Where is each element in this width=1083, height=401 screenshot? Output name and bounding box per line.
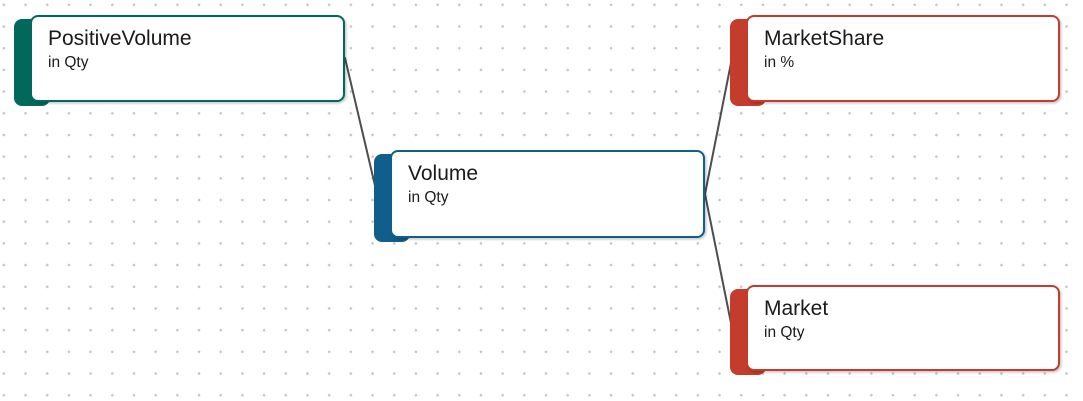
- edge-volume-to-market[interactable]: [704, 193, 733, 329]
- node-unit-label: in Qty: [764, 324, 805, 342]
- node-market[interactable]: Market in Qty: [730, 285, 1060, 375]
- node-market-card: Market in Qty: [746, 285, 1060, 371]
- edge-volume-to-marketshare[interactable]: [704, 57, 733, 195]
- node-title: Market: [764, 297, 829, 320]
- edge-positivevolume-to-volume[interactable]: [344, 57, 378, 195]
- node-unit-label: in Qty: [48, 54, 89, 72]
- node-marketshare-card: MarketShare in %: [746, 15, 1060, 102]
- node-positivevolume-card: PositiveVolume in Qty: [30, 15, 345, 102]
- node-volume-card: Volume in Qty: [390, 150, 705, 238]
- node-volume[interactable]: Volume in Qty: [374, 150, 705, 242]
- node-unit-label: in %: [764, 54, 795, 72]
- node-title: Volume: [408, 162, 479, 185]
- node-title: PositiveVolume: [48, 27, 192, 50]
- node-title: MarketShare: [764, 27, 885, 50]
- node-unit-label: in Qty: [408, 189, 449, 207]
- node-positivevolume[interactable]: PositiveVolume in Qty: [14, 15, 345, 106]
- node-marketshare[interactable]: MarketShare in %: [730, 15, 1060, 106]
